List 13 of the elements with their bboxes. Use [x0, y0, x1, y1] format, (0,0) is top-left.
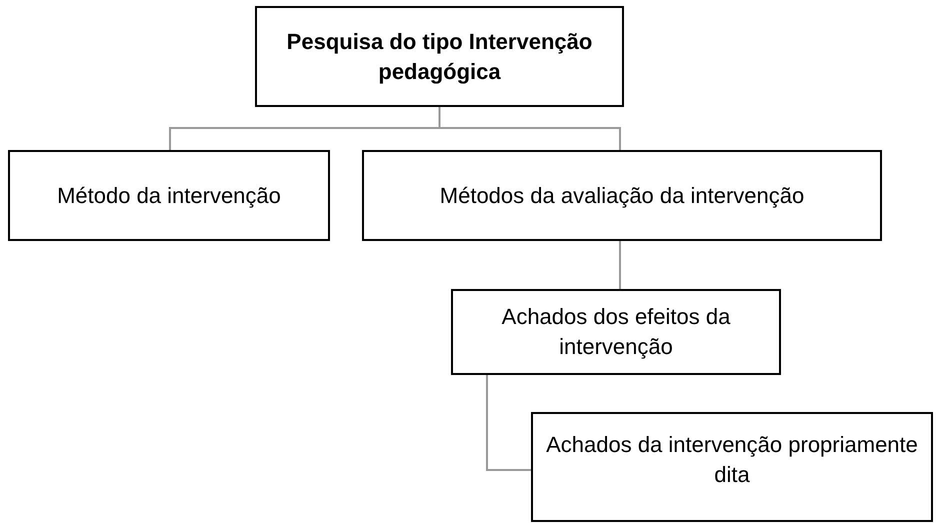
text-box — [531, 412, 933, 522]
connector-line — [486, 375, 531, 471]
text-box — [451, 289, 781, 375]
box-text: Achados dos efeitos da intervenção — [500, 303, 732, 361]
box-text: Métodos da avaliação da intervenção — [440, 182, 804, 210]
box-text: Método da intervenção — [57, 182, 281, 210]
connector-line — [619, 241, 621, 289]
text-box — [8, 150, 330, 241]
text-box — [255, 6, 624, 107]
heading-text: Pesquisa do tipo Intervenção pedagógica — [286, 28, 594, 86]
box-text: Achados da intervenção propriamente dita — [545, 431, 919, 489]
text-box — [362, 150, 882, 241]
connector-line — [438, 107, 621, 150]
